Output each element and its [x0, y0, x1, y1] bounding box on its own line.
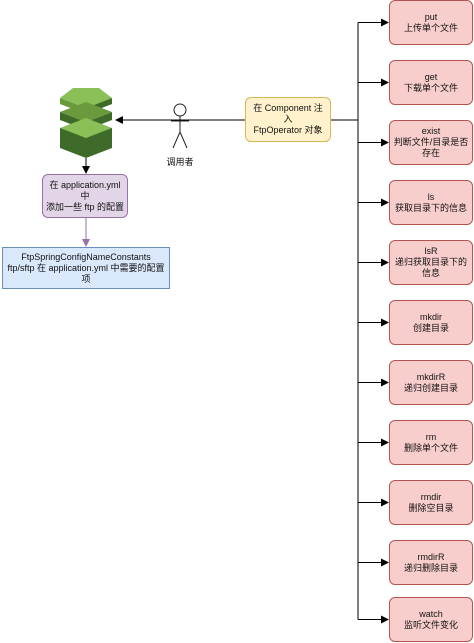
- operation-name: get: [424, 71, 438, 82]
- operation-branch-lines: [331, 18, 389, 624]
- operation-desc: 递归创建目录: [403, 382, 458, 393]
- caller-label: 调用者: [166, 157, 194, 167]
- operation-name: mkdirR: [416, 371, 446, 382]
- operation-name: put: [424, 11, 438, 22]
- operation-desc: 下载单个文件: [403, 82, 458, 93]
- operation-name: watch: [419, 608, 443, 619]
- operation-desc: 创建目录: [412, 322, 449, 333]
- operation-desc: 递归删除目录: [403, 562, 458, 573]
- caller-actor-icon: [171, 103, 189, 149]
- operation-desc: 递归获取目录下的信息: [394, 257, 467, 278]
- operation-desc: 判断文件/目录是否存在: [393, 137, 469, 158]
- config-yml-box: 在 application.yml 中 添加一些 ftp 的配置: [42, 174, 128, 218]
- operation-name: exist: [421, 126, 441, 136]
- server-stack-icon: [60, 88, 112, 158]
- operation-desc: 删除单个文件: [403, 442, 458, 453]
- operation-name: rmdirR: [417, 551, 445, 562]
- operation-name: rm: [425, 431, 437, 442]
- component-inject-box: 在 Component 注入 FtpOperator 对象: [245, 97, 331, 142]
- operation-desc: 监听文件变化: [403, 619, 458, 630]
- config-yml-text: 在 application.yml 中 添加一些 ftp 的配置: [46, 179, 125, 212]
- operation-name: rmdir: [420, 491, 442, 502]
- constants-text: FtpSpringConfigNameConstants ftp/sftp 在 …: [7, 251, 165, 284]
- operation-desc: 删除空目录: [408, 502, 454, 513]
- operation-name: lsR: [424, 246, 438, 256]
- component-inject-text: 在 Component 注入 FtpOperator 对象: [253, 103, 323, 135]
- constants-box: FtpSpringConfigNameConstants ftp/sftp 在 …: [2, 247, 170, 289]
- operation-name: mkdir: [419, 311, 442, 322]
- operation-desc: 上传单个文件: [403, 22, 458, 33]
- operation-desc: 获取目录下的信息: [394, 202, 467, 213]
- operation-name: ls: [427, 191, 435, 202]
